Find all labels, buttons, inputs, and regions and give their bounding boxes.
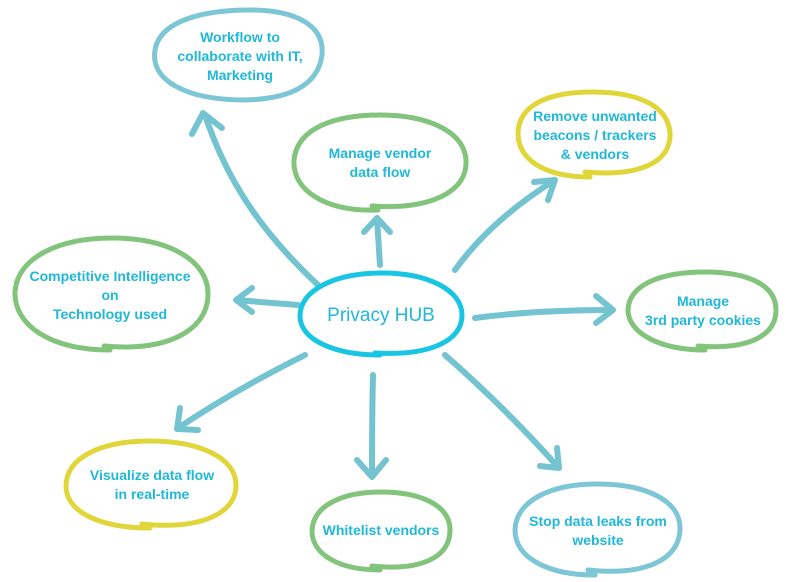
- competitive-label: Competitive Intelligence on Technology u…: [29, 267, 191, 322]
- arrow-to-remove-beacons: [452, 177, 558, 273]
- arrows: [174, 110, 616, 480]
- whitelist-ring: [309, 489, 453, 573]
- arrow-to-whitelist: [354, 372, 389, 480]
- vendor-flow-ring: [291, 112, 469, 213]
- arrow-to-vendor-flow: [361, 215, 393, 268]
- workflow-ring: [152, 7, 325, 103]
- remove-beacons-label: Remove unwanted beacons / trackers & ven…: [533, 107, 657, 162]
- hub-ring: [297, 270, 465, 358]
- arrow-to-cookies: [472, 293, 616, 326]
- hub-label: Privacy HUB: [327, 304, 435, 326]
- vendor-flow-label: Manage vendor data flow: [328, 144, 432, 180]
- visualize-label: Visualize data flow in real-time: [89, 467, 215, 502]
- cookies-label: Manage 3rd party cookies: [645, 293, 761, 328]
- workflow-label: Workflow to collaborate with IT, Marketi…: [177, 28, 303, 83]
- node-rings: [12, 7, 779, 578]
- competitive-ring: [12, 235, 211, 353]
- arrow-to-stop-leaks: [442, 352, 562, 471]
- whitelist-label: Whitelist vendors: [322, 521, 440, 538]
- arrow-to-workflow: [189, 110, 321, 288]
- arrow-to-visualize: [174, 352, 308, 433]
- arrow-to-competitive: [233, 285, 301, 315]
- cookies-ring: [625, 269, 779, 353]
- visualize-ring: [63, 438, 239, 531]
- stop-leaks-ring: [512, 481, 683, 578]
- remove-beacons-ring: [515, 89, 673, 180]
- stop-leaks-label: Stop data leaks from website: [529, 513, 667, 548]
